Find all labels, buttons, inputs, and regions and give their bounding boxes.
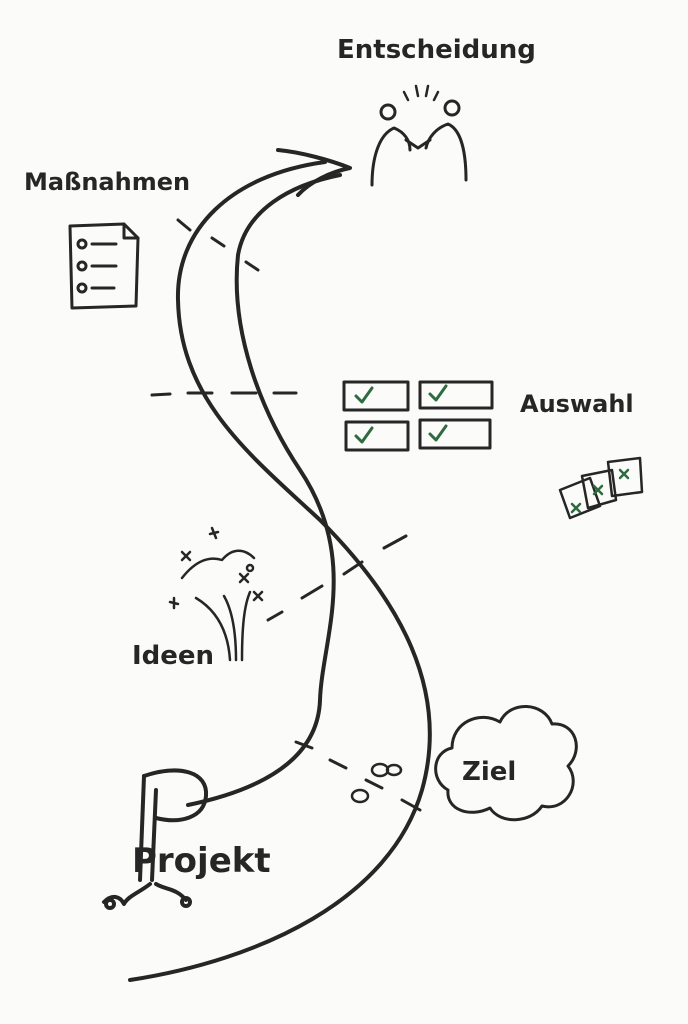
voting-cards-icon xyxy=(558,456,644,520)
milestone-dash-massnahmen xyxy=(176,218,260,272)
projekt-letter-p xyxy=(102,768,209,910)
milestone-dash-ziel xyxy=(294,740,422,812)
checklist-document-icon xyxy=(68,222,140,310)
milestone-lines xyxy=(150,218,422,812)
projekt-label: Projekt xyxy=(132,841,271,881)
milestone-dash-auswahl xyxy=(150,391,298,397)
road-left-edge xyxy=(128,160,432,982)
road-right-edge xyxy=(186,173,342,807)
stepping-stones xyxy=(350,762,403,804)
ideen-label: Ideen xyxy=(132,641,214,671)
entscheidung-label: Entscheidung xyxy=(337,35,536,65)
cloud-icon xyxy=(434,705,578,822)
checkbox-grid-icon xyxy=(342,380,494,452)
road-arrow-head xyxy=(276,148,352,197)
milestone-dash-ideen xyxy=(266,534,408,622)
handshake-icon xyxy=(370,84,468,187)
massnahmen-label: Maßnahmen xyxy=(24,168,190,196)
fireworks-icon xyxy=(168,526,264,662)
ziel-label: Ziel xyxy=(462,757,516,787)
auswahl-label: Auswahl xyxy=(520,390,634,418)
